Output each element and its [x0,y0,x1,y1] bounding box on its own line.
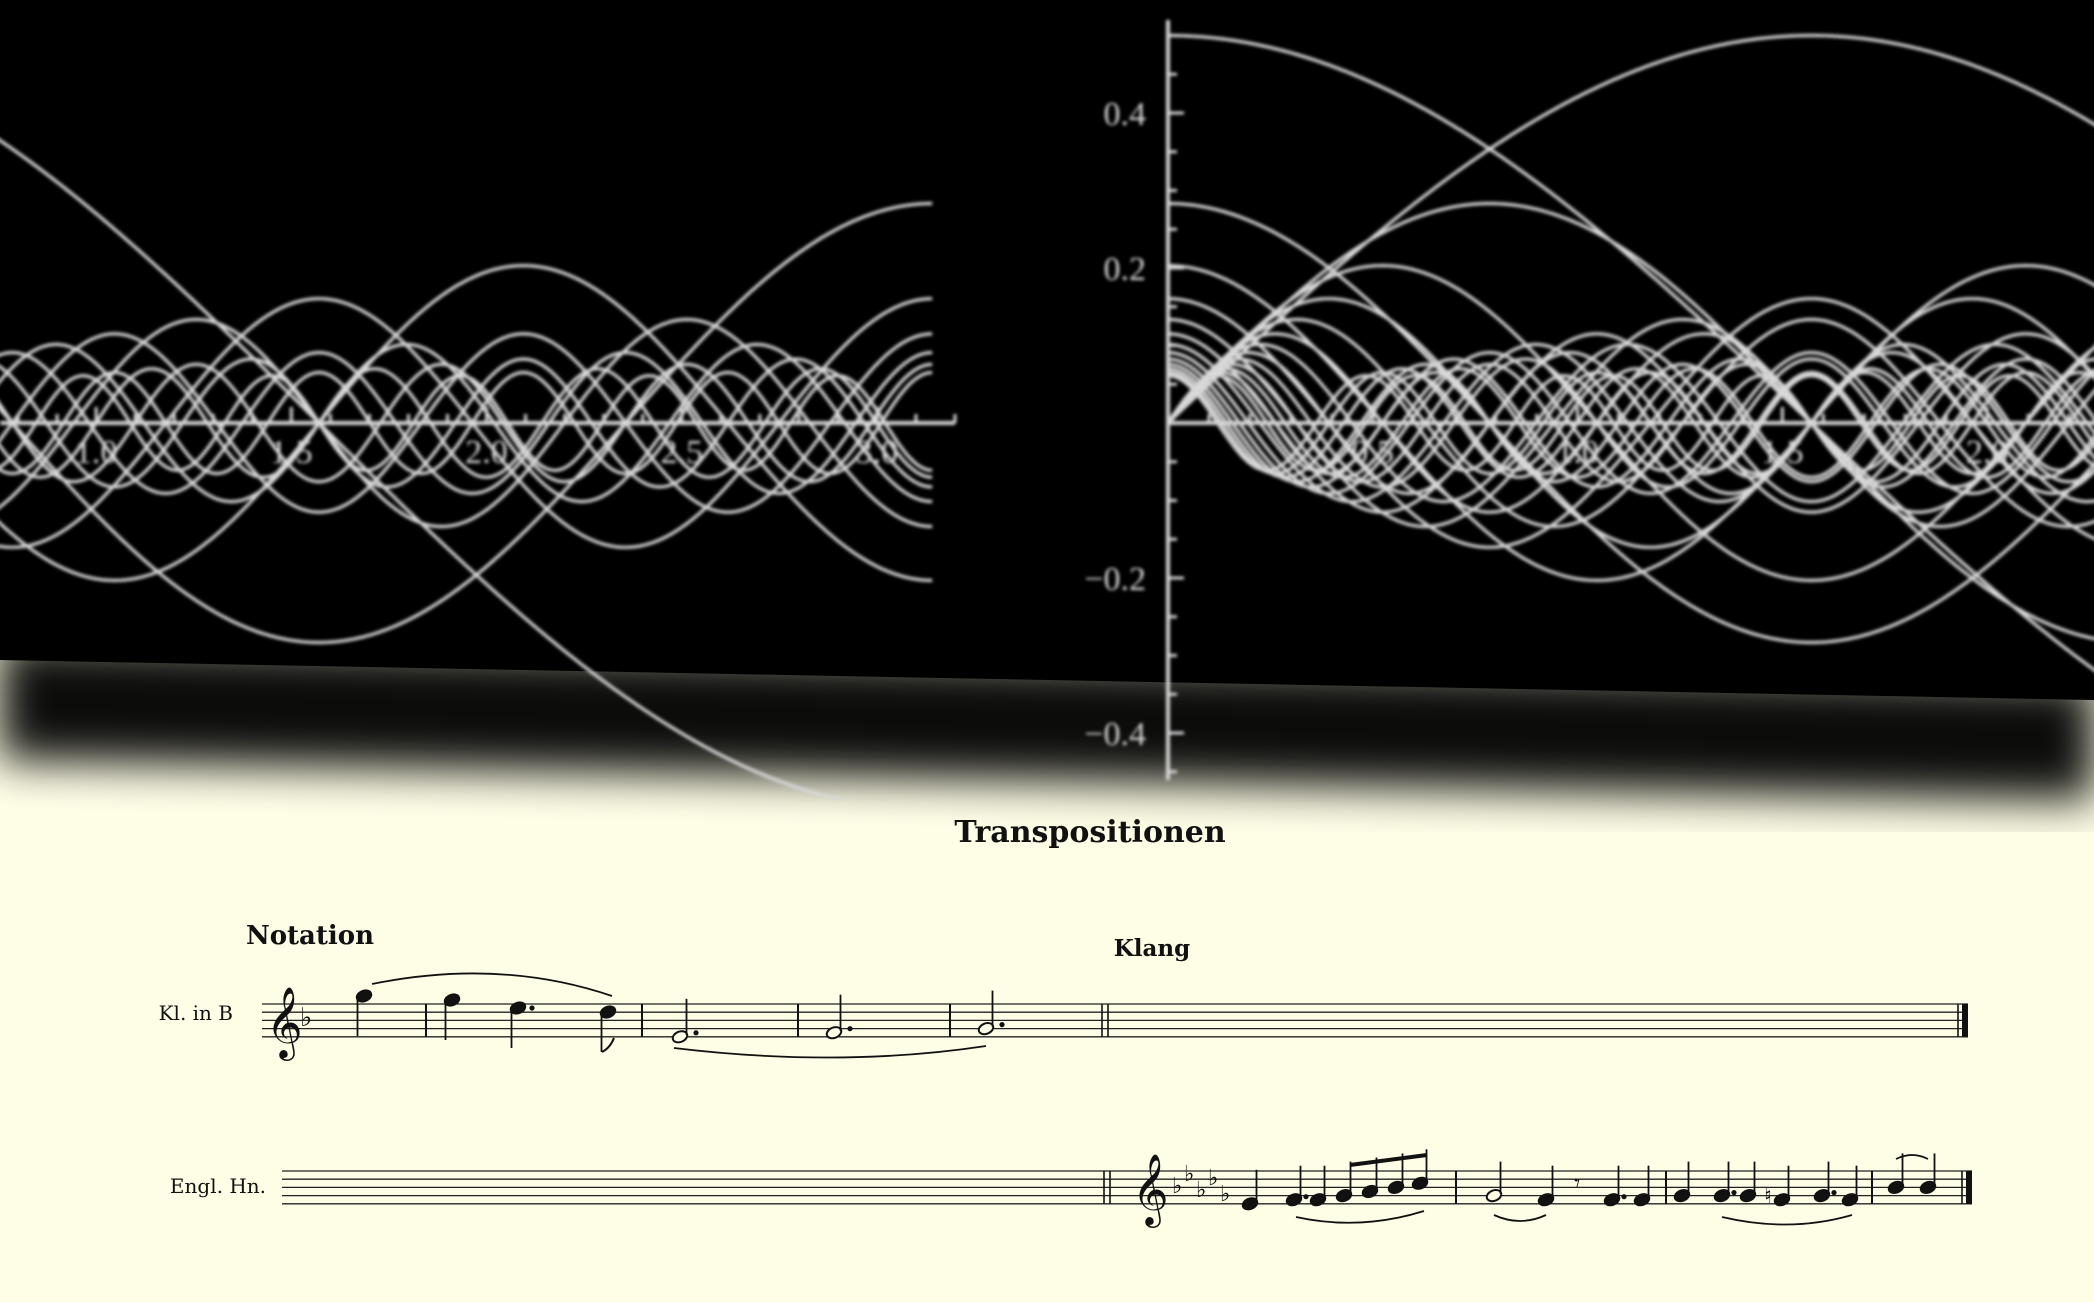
plot-0-series-6 [0,332,933,514]
note-dot [1303,1194,1309,1200]
treble-clef-icon: 𝄞 [266,985,303,1061]
plot-0-series-2 [0,201,933,645]
music-score: Transpositionen Notation Klang Kl. in B … [159,815,1972,1228]
plot-1-x-tick-label: 0.5 [1352,434,1395,471]
plot-right-tick-labels: 0.5 1.0 1.5 2.0 0.4 0.2 −0.2 −0.4 [1084,96,2008,753]
slur [1895,1154,1929,1160]
note-dot [1621,1194,1627,1200]
plot-1-series-19 [1166,332,2094,514]
flat-icon: ♭ [1196,1178,1206,1203]
final-barline-thick [1962,1004,1968,1037]
plot-left-tick-labels: 1.0 1.5 2.0 2.5 3.0 [75,434,898,471]
flat-icon: ♭ [1184,1162,1194,1187]
plot-0-series-4 [0,297,933,549]
plot-1-series-3 [1168,264,2094,582]
klang-heading: Klang [1114,935,1190,962]
note-dot [1831,1190,1837,1196]
plot-0-series-5 [0,317,933,529]
plot-1-series-26 [1166,374,2094,472]
plot-left-curves [0,138,933,800]
plot-0-series-9 [0,357,933,489]
slur [1295,1210,1425,1224]
plot-1-series-1 [1168,33,2094,672]
note-dot [529,1005,535,1011]
plot-0-series-8 [0,351,933,495]
plot-left: 1.0 1.5 2.0 2.5 3.0 [0,138,957,800]
plot-1-series-14 [1166,33,2094,425]
note-dot [847,1026,853,1032]
plot-right: 0.5 1.0 1.5 2.0 0.4 0.2 −0.2 −0.4 [1084,20,2094,780]
flat-icon: ♭ [1220,1182,1230,1207]
beam [1349,1153,1428,1167]
final-barline-thick [1966,1171,1972,1204]
slur [1721,1214,1853,1226]
plot-0-series-3 [0,264,933,582]
plot-1-x-tick-label: 1.5 [1761,434,1804,471]
treble-clef-icon: 𝄞 [1132,1152,1169,1228]
plot-right-axis [1166,20,2094,780]
plot-1-series-20 [1166,342,2094,504]
eighth-rest-icon: 𝄾 [1574,1169,1580,1197]
plot-0-x-tick-label: 2.5 [660,434,703,471]
staff-clarinet: 𝄞♭ [262,972,1968,1061]
flat-icon: ♭ [300,1003,312,1033]
plot-1-series-6 [1167,332,2094,514]
plot-1-series-17 [1166,297,2094,549]
slur [673,1045,987,1059]
staff2-label: Engl. Hn. [170,1174,266,1198]
natural-icon: ♮ [1764,1184,1772,1209]
slur [371,972,613,997]
plot-0-series-1 [0,138,849,800]
flat-icon: ♭ [1208,1166,1218,1191]
plot-1-y-tick-label: 0.4 [1104,96,1147,133]
plot-1-series-15 [1166,201,2094,641]
staff1-label: Kl. in B [159,1001,233,1025]
note-dot [999,1022,1005,1028]
plot-1-series-25 [1166,370,2094,476]
plot-0-series-13 [0,374,933,472]
note-dot [693,1030,699,1036]
plot-0-series-12 [0,370,933,476]
staff-english-horn: 𝄞♭♭♭♭♭𝄾♮ [282,1149,1972,1228]
plot-1-y-tick-label: −0.4 [1084,716,1146,753]
plot-0-series-11 [0,367,933,479]
plot-1-series-22 [1166,357,2094,489]
flat-icon: ♭ [1172,1174,1182,1199]
plot-1-series-23 [1166,362,2094,484]
note-flag [601,1037,615,1053]
notation-heading: Notation [246,921,374,951]
plot-1-x-tick-label: 2.0 [1966,434,2009,471]
plot-0-x-tick-label: 1.5 [270,434,313,471]
plot-0-series-10 [0,362,933,484]
plot-1-y-tick-label: −0.2 [1084,561,1146,598]
plot-0-x-tick-label: 3.0 [856,434,899,471]
plot-1-series-8 [1168,351,2094,495]
score-title: Transpositionen [954,815,1226,850]
note-dot [1731,1190,1737,1196]
plot-left-axis [0,407,957,425]
plot-1-x-tick-label: 1.0 [1556,434,1599,471]
plot-1-y-tick-label: 0.2 [1104,251,1147,288]
plot-0-x-tick-label: 1.0 [75,434,118,471]
plot-0-x-tick-label: 2.0 [465,434,508,471]
slur [1493,1214,1547,1222]
plot-right-curves [1166,33,2094,672]
